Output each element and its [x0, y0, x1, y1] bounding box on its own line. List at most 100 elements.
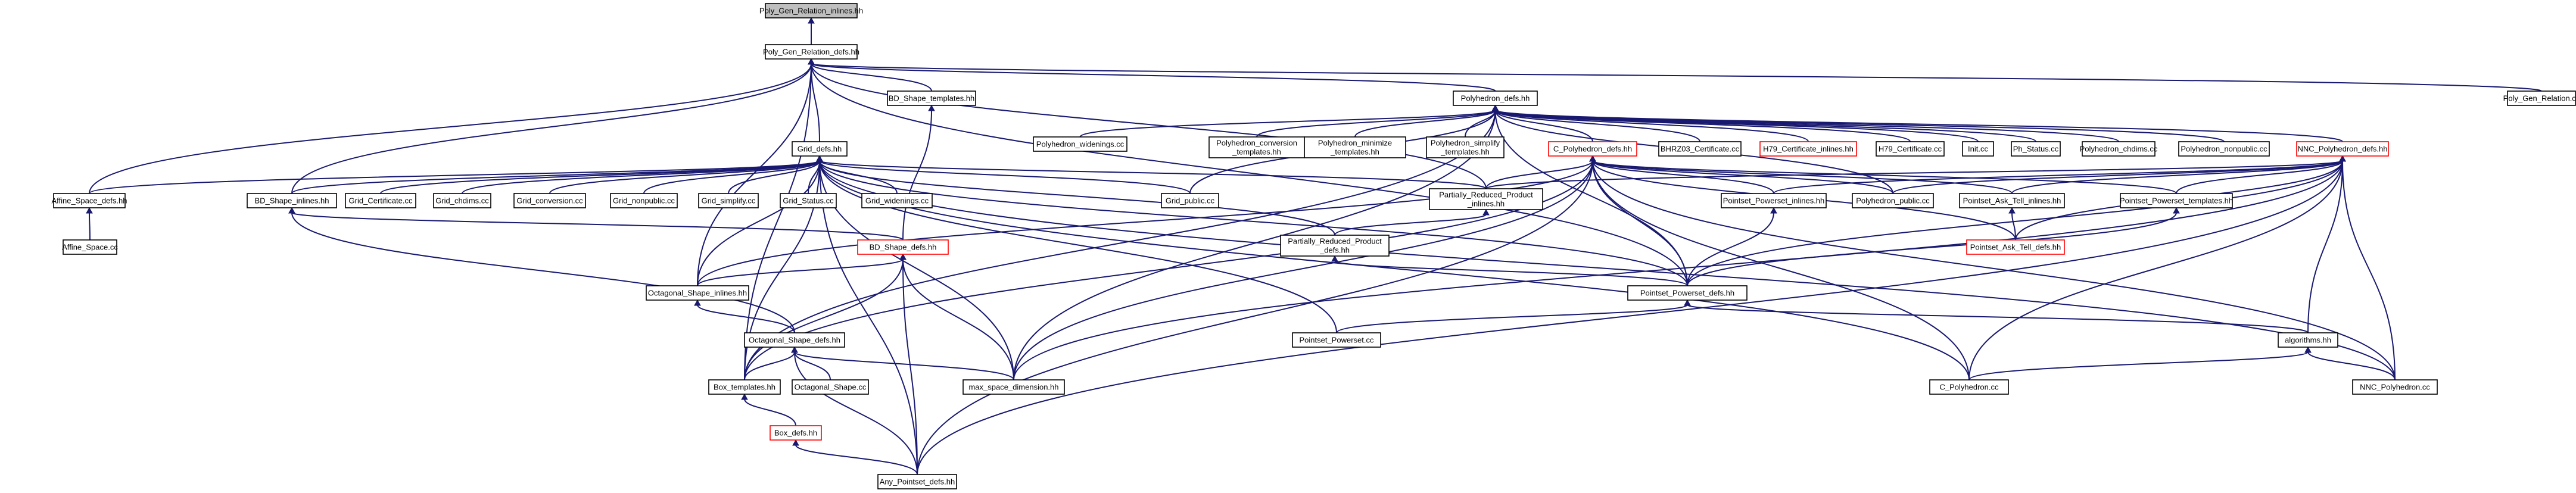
graph-node[interactable]: Grid_widenings.cc: [861, 193, 933, 208]
dependency-edge: [1013, 110, 1496, 380]
graph-node[interactable]: BHRZ03_Certificate.cc: [1658, 141, 1742, 157]
edge-arrowhead: [1491, 104, 1499, 111]
graph-node[interactable]: Polyhedron_widenings.cc: [1033, 136, 1127, 152]
graph-node[interactable]: Grid_simplify.cc: [698, 193, 759, 208]
node-box: [2352, 379, 2438, 395]
node-label: Grid_conversion.cc: [516, 196, 583, 205]
graph-node[interactable]: Pointset_Powerset_templates.hh: [2120, 193, 2233, 208]
graph-node[interactable]: H79_Certificate.cc: [1876, 141, 1945, 157]
dependency-edge: [811, 63, 1688, 286]
node-box: [708, 379, 781, 395]
node-box: [1759, 141, 1857, 157]
node-box: [63, 239, 117, 255]
graph-node[interactable]: Grid_nonpublic.cc: [610, 193, 678, 208]
dependency-edge: [819, 160, 1487, 189]
graph-node[interactable]: Pointset_Powerset.cc: [1292, 332, 1381, 348]
graph-node[interactable]: Affine_Space_defs.hh: [52, 193, 127, 208]
node-box: [698, 193, 759, 208]
node-label: Polyhedron_conversion: [1216, 139, 1297, 148]
graph-node[interactable]: Pointset_Powerset_defs.hh: [1627, 285, 1748, 301]
graph-node[interactable]: NNC_Polyhedron.cc: [2352, 379, 2438, 395]
node-label: BD_Shape_inlines.hh: [254, 196, 329, 205]
graph-node[interactable]: Polyhedron_simplify_templates.hh: [1426, 136, 1505, 158]
node-box: [646, 285, 749, 301]
node-label: Grid_nonpublic.cc: [613, 196, 675, 205]
dependency-edge: [1592, 160, 1970, 380]
graph-node[interactable]: Affine_Space.cc: [62, 239, 118, 255]
graph-node[interactable]: Grid_conversion.cc: [513, 193, 586, 208]
node-box: [1304, 136, 1406, 158]
dependency-edge: [1079, 110, 1496, 138]
graph-node[interactable]: algorithms.hh: [2278, 332, 2338, 348]
node-box: [861, 193, 933, 208]
dependency-edge: [1968, 351, 2309, 380]
node-label: Grid_public.cc: [1166, 196, 1215, 205]
graph-node[interactable]: Partially_Reduced_Product_inlines.hh: [1429, 188, 1543, 210]
node-label: Pointset_Powerset.cc: [1299, 336, 1374, 345]
dependency-edge: [462, 160, 820, 194]
node-box: [2296, 141, 2389, 157]
node-label: Polyhedron_minimize: [1318, 139, 1392, 148]
graph-node[interactable]: Box_templates.hh: [708, 379, 781, 395]
graph-node[interactable]: Pointset_Powerset_inlines.hh: [1721, 193, 1827, 208]
node-label: Pointset_Ask_Tell_inlines.hh: [1963, 196, 2061, 205]
node-box: [1627, 285, 1748, 301]
node-label: Partially_Reduced_Product: [1288, 237, 1382, 246]
graph-node[interactable]: BD_Shape_inlines.hh: [247, 193, 337, 208]
dependency-edge: [819, 160, 1688, 286]
graph-node[interactable]: Grid_Certificate.cc: [345, 193, 416, 208]
node-box: [1429, 188, 1543, 210]
graph-node[interactable]: Polyhedron_defs.hh: [1453, 91, 1538, 106]
edge-arrowhead: [816, 155, 823, 162]
graph-node[interactable]: Pointset_Ask_Tell_defs.hh: [1966, 239, 2065, 255]
dependency-edge: [1592, 160, 2177, 194]
graph-node[interactable]: C_Polyhedron_defs.hh: [1548, 141, 1637, 157]
graph-node[interactable]: Grid_defs.hh: [792, 141, 848, 157]
dependency-edge: [811, 63, 1496, 92]
dependency-edge: [2342, 160, 2396, 380]
node-label: Polyhedron_nonpublic.cc: [2181, 145, 2267, 154]
graph-node[interactable]: Pointset_Ask_Tell_inlines.hh: [1959, 193, 2065, 208]
graph-node[interactable]: Init.cc: [1962, 141, 1994, 157]
graph-node[interactable]: max_space_dimension.hh: [963, 379, 1065, 395]
dependency-edge: [549, 160, 820, 194]
graph-node[interactable]: Polyhedron_public.cc: [1852, 193, 1934, 208]
graph-node[interactable]: Box_defs.hh: [770, 425, 822, 441]
graph-node[interactable]: Polyhedron_minimize_templates.hh: [1304, 136, 1406, 158]
graph-node[interactable]: Grid_public.cc: [1161, 193, 1219, 208]
dependency-edge: [902, 258, 1014, 380]
graph-node[interactable]: Polyhedron_conversion_templates.hh: [1208, 136, 1305, 158]
graph-node[interactable]: Poly_Gen_Relation_defs.hh: [763, 44, 859, 60]
graph-node[interactable]: BD_Shape_templates.hh: [887, 91, 976, 106]
graph-node[interactable]: C_Polyhedron.cc: [1929, 379, 2009, 395]
graph-node[interactable]: Poly_Gen_Relation.cc: [2503, 91, 2576, 106]
graph-node[interactable]: Octagonal_Shape_defs.hh: [744, 332, 845, 348]
graph-node[interactable]: H79_Certificate_inlines.hh: [1759, 141, 1857, 157]
graph-node[interactable]: Polyhedron_chdims.cc: [2080, 141, 2158, 157]
edge-arrowhead: [808, 17, 815, 24]
graph-node[interactable]: Octagonal_Shape_inlines.hh: [646, 285, 749, 301]
graph-node[interactable]: Polyhedron_nonpublic.cc: [2178, 141, 2270, 157]
graph-node[interactable]: NNC_Polyhedron_defs.hh: [2296, 141, 2389, 157]
node-box: [2082, 141, 2156, 157]
node-box: [744, 332, 845, 348]
node-box: [513, 193, 586, 208]
node-box: [1852, 193, 1934, 208]
edge-arrowhead: [1482, 208, 1490, 216]
graph-node[interactable]: Grid_Status.cc: [780, 193, 837, 208]
node-label: C_Polyhedron.cc: [1940, 383, 1999, 392]
dependency-edge: [1687, 160, 2343, 286]
graph-node[interactable]: BD_Shape_defs.hh: [857, 239, 949, 255]
graph-node[interactable]: Any_Pointset_defs.hh: [877, 474, 957, 489]
graph-node[interactable]: Ph_Status.cc: [2011, 141, 2061, 157]
graph-node[interactable]: Grid_chdims.cc: [433, 193, 491, 208]
node-label: Poly_Gen_Relation_defs.hh: [763, 48, 859, 57]
node-box: [1876, 141, 1945, 157]
edge-arrowhead: [899, 253, 907, 260]
dependency-edge: [794, 351, 831, 380]
graph-node[interactable]: Partially_Reduced_Product_defs.hh: [1280, 235, 1390, 257]
dependency-edge: [1687, 304, 2309, 333]
node-label: Polyhedron_public.cc: [1856, 196, 1930, 205]
edge-arrowhead: [86, 207, 93, 214]
graph-node[interactable]: Octagonal_Shape.cc: [792, 379, 869, 395]
